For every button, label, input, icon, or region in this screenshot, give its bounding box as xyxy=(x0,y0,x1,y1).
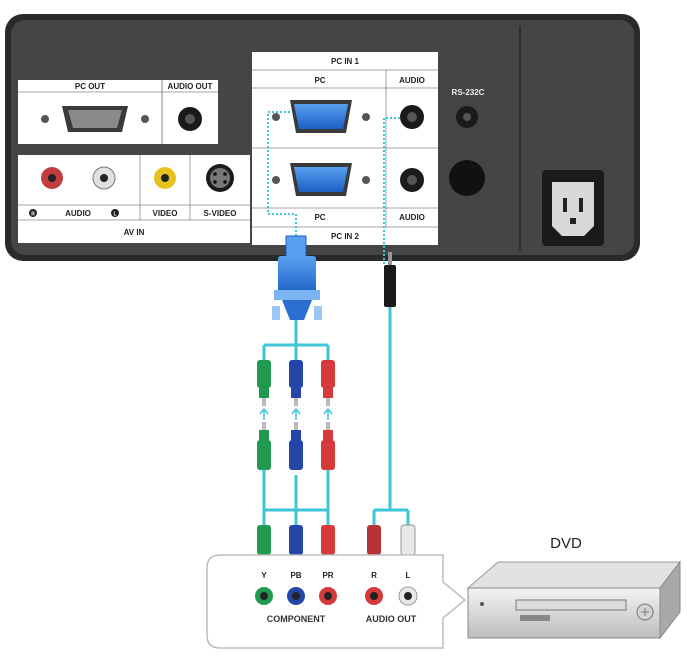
rs232c-jack-icon xyxy=(456,106,478,128)
audio-jack-icon xyxy=(400,168,424,192)
audio-r-icon xyxy=(29,209,37,217)
audio-jack-icon xyxy=(154,167,176,189)
rca-plug-icon xyxy=(321,422,335,470)
dvd-title: DVD xyxy=(550,535,582,552)
rca-plug-icon xyxy=(257,360,271,406)
pc-in-2-label: PC IN 2 xyxy=(331,232,360,241)
audio-jack-icon xyxy=(365,587,383,605)
av-in-label: AV IN xyxy=(124,228,145,237)
cables xyxy=(262,111,410,525)
audio-top-label: AUDIO xyxy=(399,76,425,85)
l-label: L xyxy=(406,571,411,580)
rca-plug-icon xyxy=(321,360,335,406)
pr-label: PR xyxy=(322,571,333,580)
pc-in-1-label: PC IN 1 xyxy=(331,57,360,66)
audio-av-label: AUDIO xyxy=(65,209,91,218)
y-label: Y xyxy=(261,571,267,580)
audio-out-top-label: AUDIO OUT xyxy=(168,82,213,91)
audio-l-icon xyxy=(111,209,119,217)
audio-jack-icon xyxy=(319,587,337,605)
s-video-port-icon xyxy=(206,164,234,192)
audio-jack-icon xyxy=(398,586,418,606)
audio-jack-icon xyxy=(92,166,116,190)
arrow-icon xyxy=(259,407,269,420)
audio-jack-icon xyxy=(255,587,273,605)
r-label: R xyxy=(371,571,377,580)
audio-jack-icon xyxy=(287,587,305,605)
s-video-label: S-VIDEO xyxy=(204,209,237,218)
audio-bottom-label: AUDIO xyxy=(399,213,425,222)
component-label: COMPONENT xyxy=(267,614,326,624)
pc-bottom-label: PC xyxy=(314,213,325,222)
pb-label: PB xyxy=(290,571,301,580)
audio-jack-icon xyxy=(41,167,63,189)
rs232c-label: RS-232C xyxy=(452,88,485,97)
dvd-rear-panel: Y PB PR R L COMPONENT AUDIO OUT xyxy=(206,554,467,649)
round-port-icon xyxy=(449,160,485,196)
audio-out-label: AUDIO OUT xyxy=(366,614,417,624)
rca-plug-icon xyxy=(289,360,303,406)
rca-plug-set xyxy=(257,360,416,565)
arrow-icon xyxy=(291,407,301,420)
vga-port-icon xyxy=(272,163,370,196)
rca-plug-icon xyxy=(257,422,271,470)
pc-out-label: PC OUT xyxy=(75,82,105,91)
vga-port-icon xyxy=(41,106,149,132)
power-socket-icon xyxy=(542,170,604,246)
back-panel: PC OUT AUDIO OUT xyxy=(5,14,640,261)
arrow-icon xyxy=(323,407,333,420)
audio-jack-icon xyxy=(178,107,202,131)
audio-plug-icon xyxy=(384,252,396,307)
vga-plug-icon xyxy=(272,235,322,320)
audio-l-icon-letter: L xyxy=(113,212,116,218)
rca-plug-icon xyxy=(289,422,303,470)
pc-top-label: PC xyxy=(314,76,325,85)
video-label: VIDEO xyxy=(153,209,178,218)
audio-r-icon-letter: R xyxy=(31,212,35,218)
audio-jack-icon xyxy=(400,105,424,129)
dvd-player-icon xyxy=(466,560,682,640)
vga-port-icon xyxy=(272,100,370,133)
